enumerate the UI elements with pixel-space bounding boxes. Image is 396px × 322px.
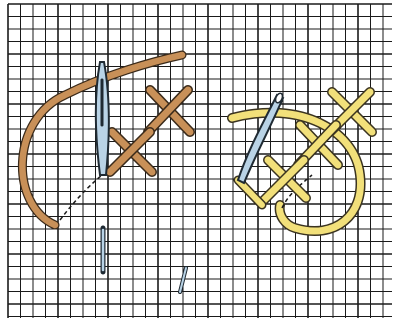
needle-icon [96, 62, 109, 175]
